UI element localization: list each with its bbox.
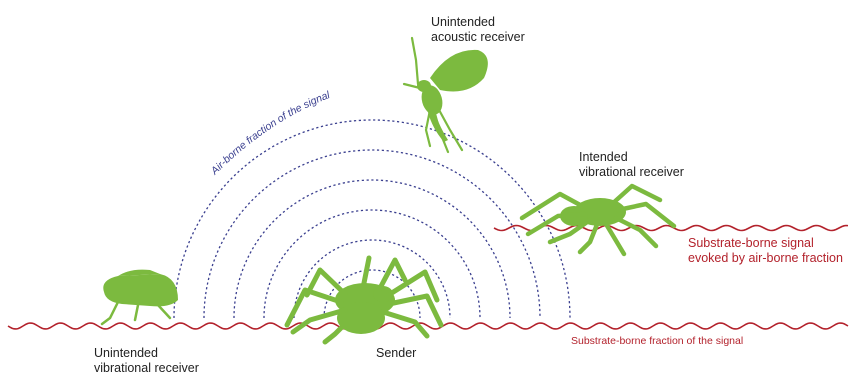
unintended-vibrational-receiver-label: Unintended vibrational receiver: [94, 346, 199, 376]
substrate-wave-ground: [8, 323, 848, 329]
sender-spider-icon: [287, 258, 441, 342]
airborne-label: Air-borne fraction of the signal: [208, 89, 332, 178]
substrate-evoked-label: Substrate-borne signal evoked by air-bor…: [688, 236, 843, 266]
intended-receiver-spider-icon: [522, 186, 674, 254]
mosquito-icon: [404, 38, 488, 152]
leafhopper-icon: [102, 270, 178, 324]
substrate-fraction-label: Substrate-borne fraction of the signal: [571, 334, 743, 349]
unintended-acoustic-receiver-label: Unintended acoustic receiver: [431, 15, 525, 45]
sender-label: Sender: [376, 346, 416, 361]
intended-vibrational-receiver-label: Intended vibrational receiver: [579, 150, 684, 180]
